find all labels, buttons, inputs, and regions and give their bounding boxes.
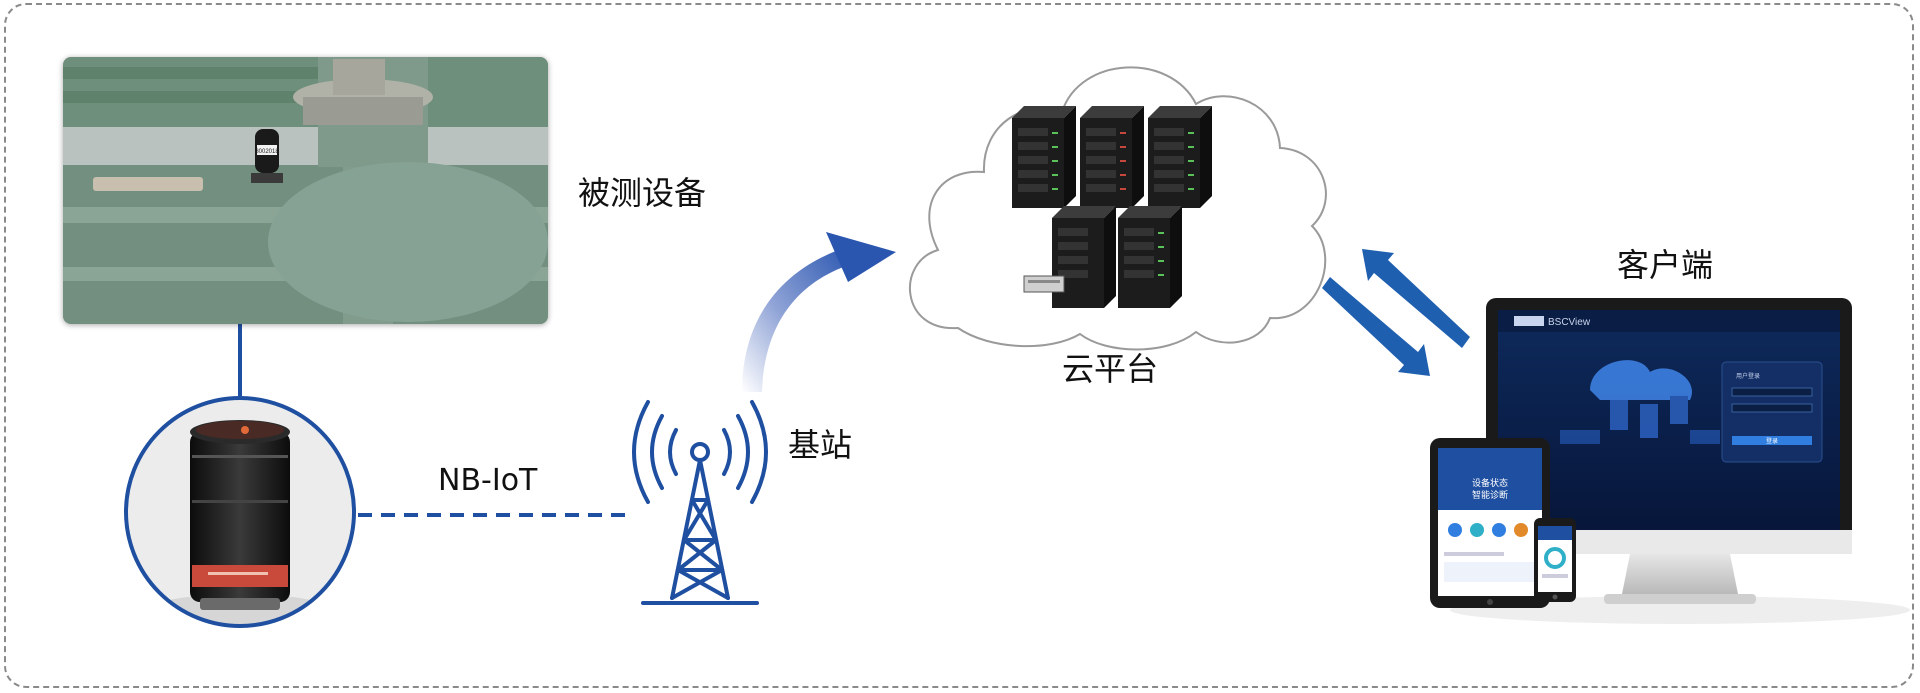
sensor-sticker-text: 8002018 — [255, 149, 279, 155]
server-rack-icon — [1118, 206, 1182, 308]
uplink-arrow — [742, 232, 896, 392]
server-rack-icon — [1148, 106, 1212, 208]
nbiot-label: NB-IoT — [438, 463, 538, 498]
base-station-label: 基站 — [788, 426, 853, 464]
base-station-tower-icon — [632, 400, 768, 605]
smartphone-image — [1534, 518, 1576, 602]
cloud-platform-label: 云平台 — [1062, 350, 1159, 388]
screen-login-button: 登录 — [1766, 437, 1778, 445]
tablet-image — [1430, 438, 1550, 608]
tablet-heading-2: 智能诊断 — [1472, 489, 1508, 501]
server-rack-icon — [1023, 206, 1116, 308]
screen-brand-text: BSCView — [1548, 317, 1591, 328]
equipment-photo: 8002018 — [63, 57, 548, 324]
device-label: 被测设备 — [578, 174, 707, 212]
desktop-monitor-image — [1450, 298, 1910, 624]
server-rack-icon — [1012, 106, 1076, 208]
cloud-platform-icon — [908, 66, 1327, 351]
client-label: 客户端 — [1617, 246, 1714, 284]
tablet-heading-1: 设备状态 — [1472, 477, 1508, 489]
dashed-frame — [4, 3, 1914, 688]
server-rack-icon — [1080, 106, 1144, 208]
screen-login-title: 用户登录 — [1736, 372, 1760, 380]
bidirectional-arrows-icon — [1322, 249, 1470, 376]
sensor-image — [124, 396, 356, 628]
